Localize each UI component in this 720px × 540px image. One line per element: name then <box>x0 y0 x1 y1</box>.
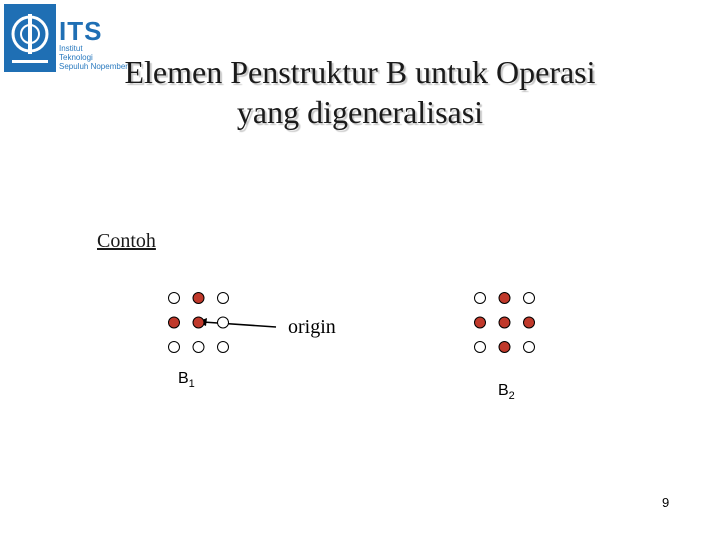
empty-pixel-b1-r0-c2 <box>217 292 229 304</box>
contoh-heading: Contoh <box>97 230 156 252</box>
filled-pixel-b2-r2-c1 <box>498 341 511 353</box>
filled-pixel-b2-r1-c2 <box>523 316 535 329</box>
empty-pixel-b1-r1-c2 <box>217 316 229 329</box>
title-line-2: yang digeneralisasi <box>236 94 484 130</box>
empty-pixel-b1-r2-c2 <box>217 341 229 353</box>
b1-label: B1 <box>178 370 195 390</box>
logo-text: ITS Institut Teknologi Sepuluh Nopember <box>59 18 128 71</box>
its-logo: ITS Institut Teknologi Sepuluh Nopember <box>4 4 144 76</box>
logo-line-3: Sepuluh Nopember <box>59 62 128 71</box>
filled-pixel-b2-r1-c0 <box>474 316 486 329</box>
filled-pixel-b1-r1-c1 <box>192 316 205 329</box>
slide-title: Elemen Penstruktur B untuk Operasi yang … <box>0 52 720 132</box>
logo-line-1: Institut <box>59 44 83 53</box>
empty-pixel-b2-r0-c0 <box>474 292 486 304</box>
filled-pixel-b1-r1-c0 <box>168 316 180 329</box>
b2-label: B2 <box>498 382 515 402</box>
its-emblem-icon <box>4 4 56 72</box>
empty-pixel-b2-r2-c0 <box>474 341 486 353</box>
logo-line-2: Teknologi <box>59 53 93 62</box>
logo-brand: ITS <box>59 16 103 46</box>
empty-pixel-b1-r2-c0 <box>168 341 180 353</box>
page-number: 9 <box>662 495 670 510</box>
empty-pixel-b2-r2-c2 <box>523 341 535 353</box>
origin-label: origin <box>288 316 336 338</box>
filled-pixel-b2-r0-c1 <box>498 292 511 304</box>
filled-pixel-b2-r1-c1 <box>498 316 511 329</box>
filled-pixel-b1-r0-c1 <box>192 292 205 304</box>
empty-pixel-b2-r0-c2 <box>523 292 535 304</box>
empty-pixel-b1-r2-c1 <box>192 341 205 353</box>
b2-name: B <box>498 382 509 399</box>
b2-subscript: 2 <box>508 390 515 403</box>
b1-subscript: 1 <box>188 378 195 391</box>
b1-name: B <box>178 370 189 387</box>
title-line-1: Elemen Penstruktur B untuk Operasi <box>124 54 596 90</box>
origin-pointer-line <box>202 321 277 328</box>
empty-pixel-b1-r0-c0 <box>168 292 180 304</box>
